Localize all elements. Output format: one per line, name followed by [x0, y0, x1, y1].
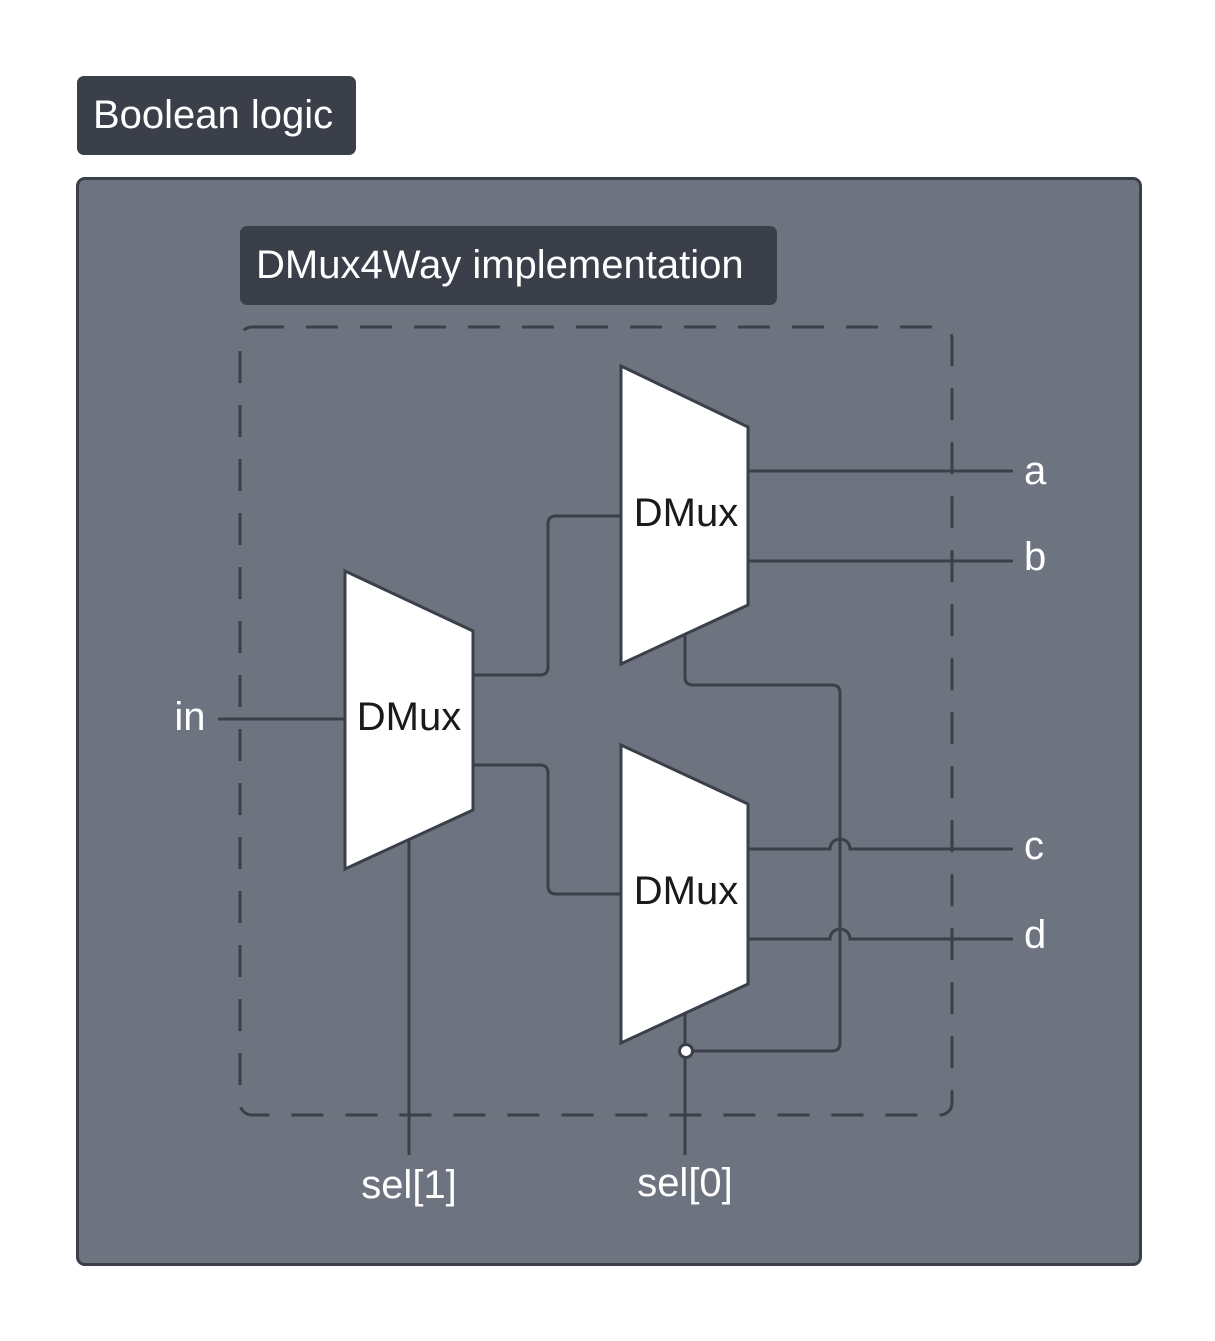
- diagram-subtitle: DMux4Way implementation: [240, 226, 777, 305]
- dmux-bottom-block: [619, 742, 750, 1046]
- port-c-label: c: [1024, 824, 1044, 868]
- port-a-label: a: [1024, 449, 1047, 493]
- page-title: Boolean logic: [77, 76, 356, 155]
- dmux-top-block: [619, 363, 750, 667]
- port-in-label: in: [174, 695, 205, 739]
- wire-out-d: [748, 927, 1013, 941]
- dmux-bottom-label: DMux: [634, 869, 738, 913]
- wire-out-c: [748, 837, 1013, 851]
- port-sel1-label: sel[1]: [361, 1163, 457, 1207]
- dmux-top-label: DMux: [634, 491, 738, 535]
- chip-boundary: [238, 325, 954, 1117]
- wire-first-to-top: [474, 514, 621, 677]
- port-d-label: d: [1024, 913, 1046, 957]
- junction-dot: [678, 1043, 694, 1059]
- wire-sel0-top: [683, 635, 842, 1053]
- dmux-first-block: [343, 568, 475, 872]
- dmux-first-label: DMux: [357, 695, 461, 739]
- port-sel0-label: sel[0]: [637, 1161, 733, 1205]
- diagram-panel: [76, 177, 1142, 1266]
- wire-first-to-bottom: [474, 763, 621, 896]
- port-b-label: b: [1024, 535, 1046, 579]
